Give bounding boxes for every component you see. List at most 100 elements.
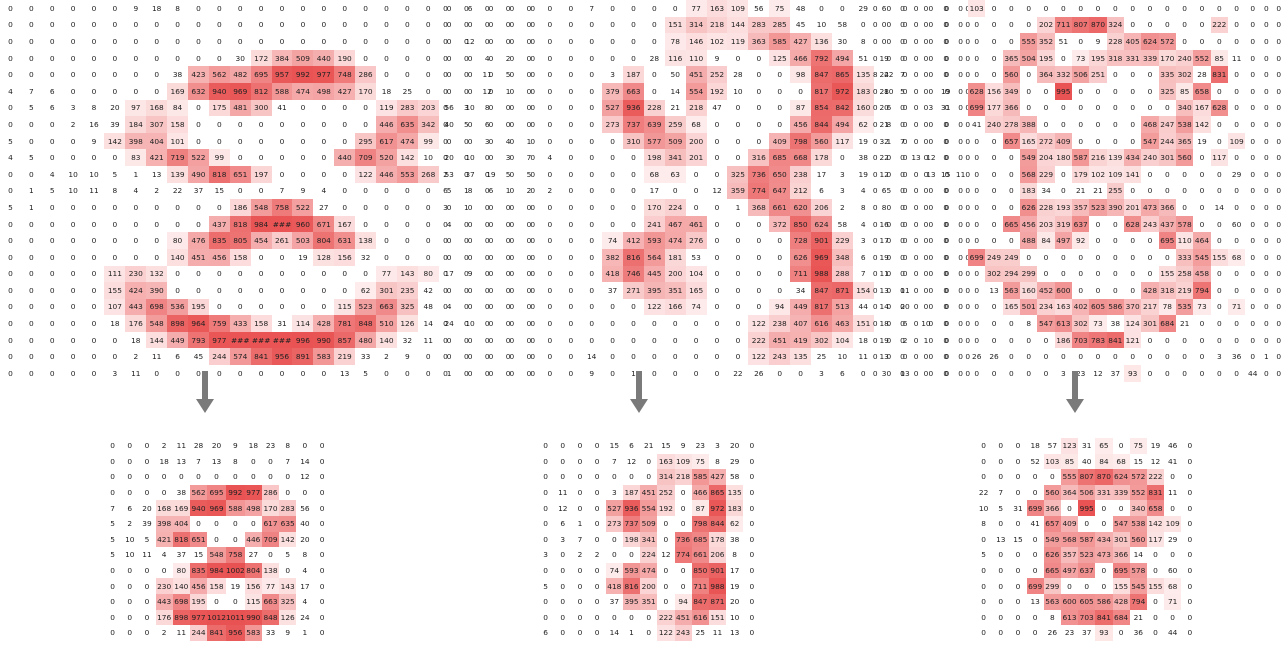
grid-cell: 0 (463, 86, 469, 96)
grid-cell: 0 (1078, 103, 1084, 113)
grid-cell: 661 (769, 199, 791, 216)
grid-cell: 805 (229, 232, 251, 249)
grid-cell: 0 (467, 219, 473, 229)
grid-cell: 0 (902, 119, 908, 129)
grid-cell: 5 (886, 186, 892, 196)
grid-cell: 553 (396, 165, 418, 183)
grid-cell: 0 (467, 53, 473, 63)
grid-cell: 6 (902, 319, 908, 329)
grid-cell: 156 (334, 248, 356, 266)
grid-cell: 155 (1210, 248, 1228, 266)
grid-cell: 0 (1164, 20, 1170, 30)
grid-cell: 476 (188, 232, 209, 249)
grid-cell: 0 (1084, 581, 1090, 591)
grid-cell: 201 (685, 149, 707, 166)
grid-cell: 0 (965, 368, 971, 378)
grid-cell: 0 (714, 352, 720, 362)
grid-cell: 0 (646, 472, 652, 482)
grid-cell: 0 (547, 3, 553, 13)
grid-cell: 0 (589, 70, 595, 80)
grid-cell: 0 (1199, 219, 1205, 229)
grid-cell: 0 (560, 581, 566, 591)
grid-cell: 0 (1095, 269, 1101, 279)
grid-cell: 0 (484, 285, 490, 295)
grid-cell: 126 (279, 609, 297, 626)
grid-cell: 0 (300, 153, 306, 163)
grid-cell: 0 (568, 368, 574, 378)
grid-cell: 427 (708, 469, 727, 485)
grid-cell: 0 (965, 352, 971, 362)
grid-cell: 0 (321, 36, 327, 46)
grid-cell: 0 (543, 441, 548, 451)
grid-cell: 0 (589, 20, 595, 30)
grid-cell: 0 (1032, 472, 1038, 482)
grid-cell: 143 (396, 265, 418, 283)
grid-cell: 0 (196, 20, 201, 30)
grid-cell: 0 (749, 550, 755, 560)
grid-cell: 0 (1216, 285, 1222, 295)
grid-cell: 318 (1158, 282, 1176, 299)
grid-cell: 166 (664, 298, 686, 316)
grid-cell: 0 (91, 20, 97, 30)
grid-cell: 0 (958, 36, 963, 46)
grid-cell: 719 (167, 149, 189, 166)
grid-cell: 572 (1158, 33, 1176, 50)
grid-cell: 0 (1250, 53, 1256, 63)
grid-cell: 628 (1210, 99, 1228, 117)
grid-cell: 0 (300, 285, 306, 295)
grid-cell: 122 (748, 348, 770, 366)
grid-cell: 0 (610, 302, 615, 312)
grid-cell: 183 (726, 500, 744, 516)
grid-cell: 0 (923, 219, 929, 229)
grid-cell: 0 (319, 472, 325, 482)
grid-cell: 0 (1234, 335, 1239, 345)
grid-cell: 0 (1009, 319, 1014, 329)
grid-cell: 3 (543, 550, 548, 560)
grid-cell: 445 (643, 265, 665, 283)
grid-cell: 0 (363, 269, 368, 279)
grid-cell: 170 (261, 500, 280, 516)
grid-cell: 428 (1112, 593, 1130, 610)
grid-cell: 456 (790, 116, 812, 133)
grid-cell: 0 (998, 472, 1004, 482)
grid-cell: 0 (425, 219, 431, 229)
grid-cell: 187 (622, 484, 641, 501)
grid-cell: 0 (886, 368, 892, 378)
grid-cell: 0 (127, 628, 133, 638)
grid-cell: 0 (957, 83, 978, 100)
grid-cell: 0 (530, 20, 536, 30)
grid-cell: 68 (685, 116, 707, 133)
grid-cell: 21 (1133, 612, 1143, 622)
grid-cell: 972 (708, 500, 727, 516)
grid-cell: 146 (685, 33, 707, 50)
grid-cell: 8 (91, 103, 97, 113)
grid-cell: 301 (1141, 315, 1159, 332)
grid-cell: 0 (1095, 3, 1101, 13)
grid-cell: 5 (285, 550, 291, 560)
grid-cell: 412 (623, 232, 644, 249)
grid-cell: 240 (1141, 149, 1159, 166)
grid-cell: 62 (852, 116, 874, 133)
grid-cell: 10 (68, 186, 78, 196)
grid-cell: 12 (661, 550, 671, 560)
grid-cell: 0 (488, 319, 494, 329)
grid-cell: 5 (8, 136, 13, 146)
grid-cell: 818 (229, 215, 251, 233)
grid-cell: 0 (488, 352, 494, 362)
grid-cell: 0 (981, 456, 986, 466)
grid-cell: 0 (886, 302, 892, 312)
grid-cell: 0 (110, 628, 115, 638)
grid-cell: 3 (112, 368, 118, 378)
grid-cell: 14 (586, 352, 597, 362)
grid-cell: 0 (526, 119, 532, 129)
grid-cell: 0 (981, 581, 986, 591)
grid-cell: 0 (526, 368, 532, 378)
grid-cell: 506 (1078, 484, 1096, 501)
grid-cell: 0 (1153, 566, 1158, 576)
grid-cell: 0 (974, 302, 980, 312)
grid-cell: 0 (127, 597, 133, 607)
